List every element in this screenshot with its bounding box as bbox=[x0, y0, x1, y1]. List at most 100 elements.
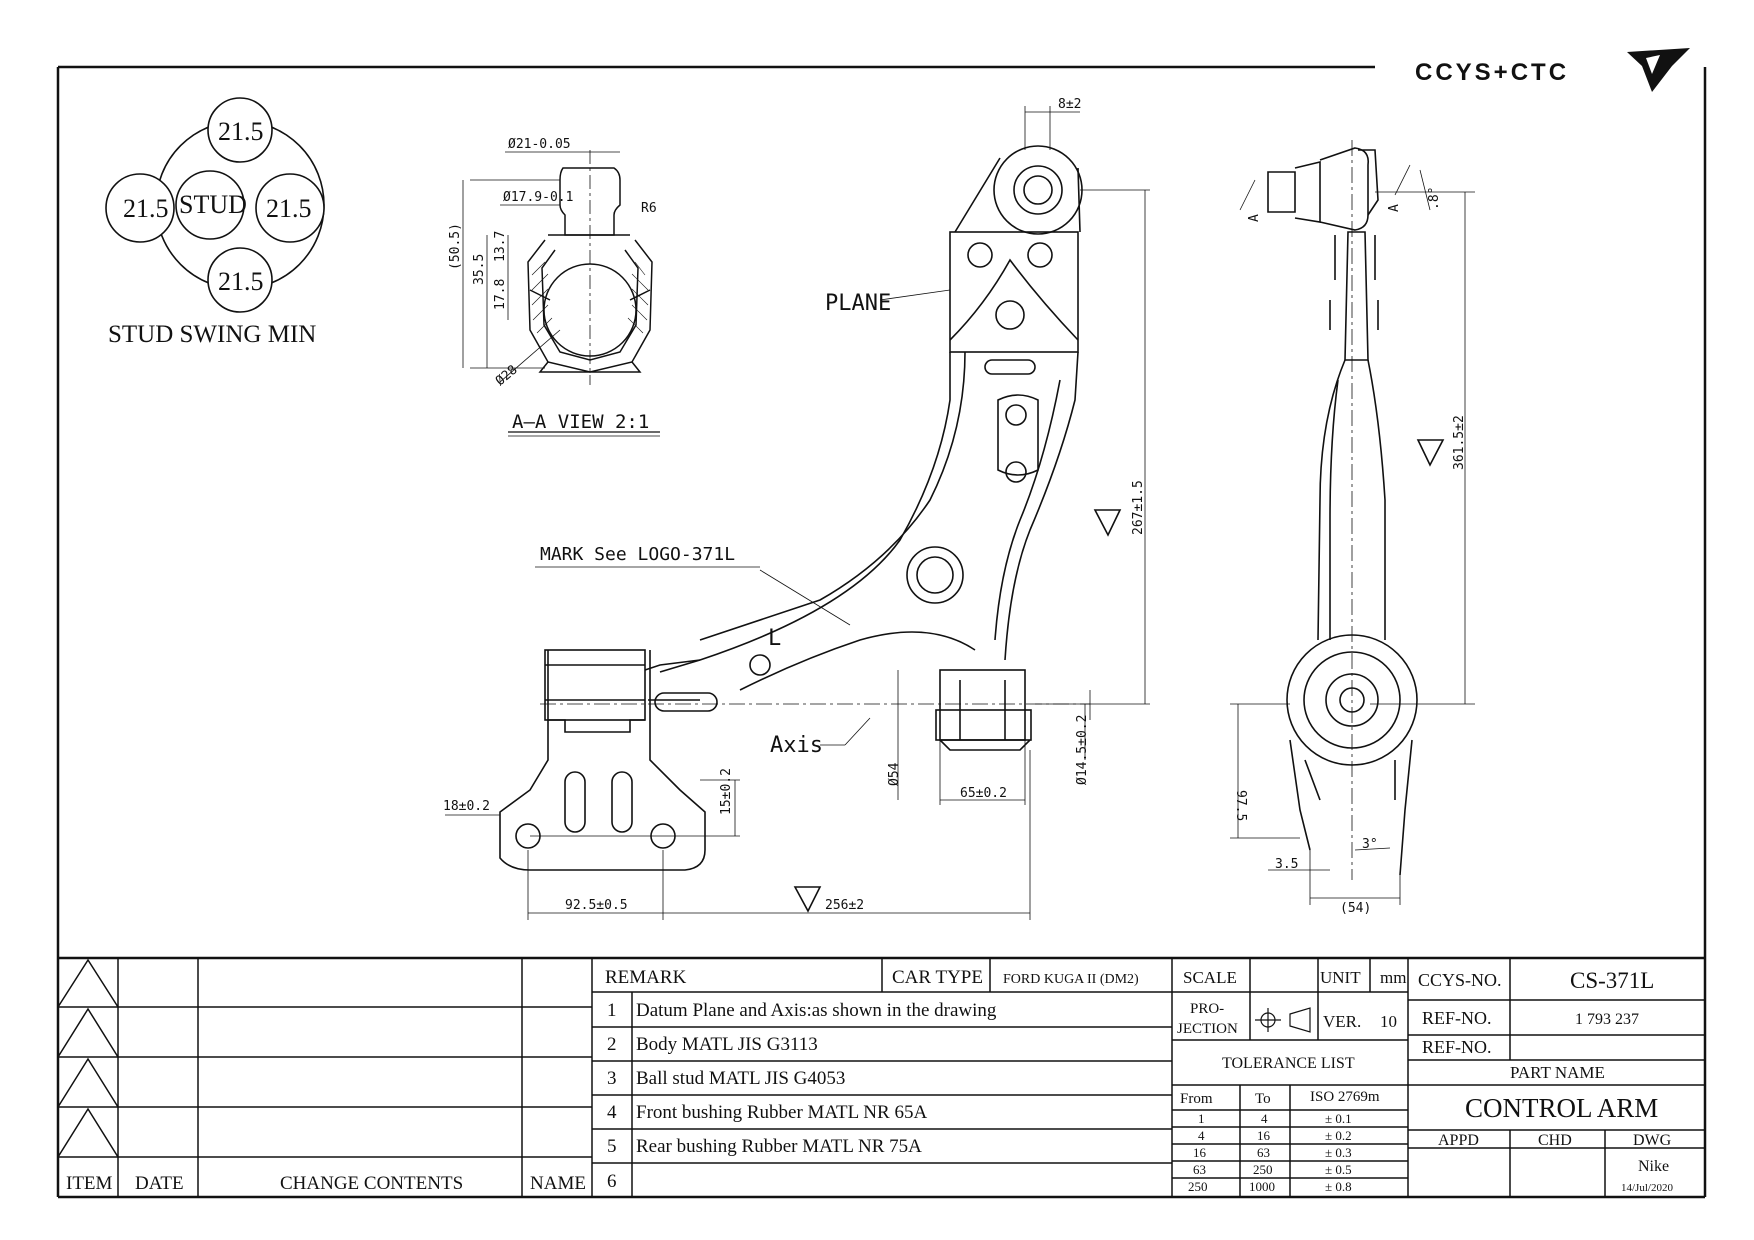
scale-label: SCALE bbox=[1183, 968, 1237, 987]
tol-to-1: 4 bbox=[1261, 1111, 1268, 1126]
tol-from-3: 16 bbox=[1193, 1145, 1207, 1160]
stud-swing-bottom: 21.5 bbox=[218, 267, 264, 296]
stud-swing-left: 21.5 bbox=[123, 194, 169, 223]
change-header-name: NAME bbox=[530, 1173, 586, 1194]
projection-label-2: JECTION bbox=[1177, 1021, 1238, 1037]
car-type-label: CAR TYPE bbox=[892, 967, 983, 988]
side-dim-angle: 3° bbox=[1362, 837, 1378, 852]
main-dim-bushing-length: 65±0.2 bbox=[960, 786, 1007, 801]
tol-iso-2: ± 0.2 bbox=[1325, 1128, 1352, 1143]
ver-value: 10 bbox=[1380, 1012, 1397, 1031]
chd-label: CHD bbox=[1538, 1132, 1572, 1149]
tol-iso-4: ± 0.5 bbox=[1325, 1162, 1352, 1177]
tol-from-2: 4 bbox=[1198, 1128, 1205, 1143]
dwg-name: Nike bbox=[1638, 1158, 1669, 1175]
section-dim-neck-dia: Ø17.9-0.1 bbox=[503, 190, 573, 205]
remark-header: REMARK bbox=[605, 967, 687, 988]
section-dim-boot: 13.7 bbox=[493, 231, 508, 262]
logo-mark-icon bbox=[1627, 48, 1690, 92]
main-label-axis: Axis bbox=[770, 733, 823, 758]
stud-swing-right: 21.5 bbox=[266, 194, 312, 223]
tolerance-header-to: To bbox=[1255, 1091, 1271, 1107]
section-view-drawing bbox=[462, 150, 660, 437]
dwg-label: DWG bbox=[1633, 1132, 1672, 1149]
remark-no-2: 2 bbox=[607, 1034, 617, 1055]
stud-swing-caption: STUD SWING MIN bbox=[108, 321, 316, 348]
company-logo: CCYS+CTC bbox=[1415, 48, 1690, 92]
main-dim-height: 267±1.5 bbox=[1131, 480, 1146, 535]
tolerance-table: 1 4 ± 0.1 4 16 ± 0.2 16 63 ± 0.3 63 250 … bbox=[1188, 1111, 1352, 1194]
remark-text-5: Rear bushing Rubber MATL NR 75A bbox=[636, 1136, 922, 1157]
change-header-contents: CHANGE CONTENTS bbox=[280, 1173, 463, 1194]
main-side-mark: L bbox=[768, 626, 781, 651]
unit-label: UNIT bbox=[1320, 968, 1361, 987]
tol-from-1: 1 bbox=[1198, 1111, 1205, 1126]
stud-swing-top: 21.5 bbox=[218, 117, 264, 146]
projection-symbol-icon bbox=[1255, 1007, 1311, 1033]
tol-from-4: 63 bbox=[1193, 1162, 1206, 1177]
ref-no-value-1: 1 793 237 bbox=[1575, 1011, 1639, 1028]
side-dim-offset: 3.5 bbox=[1275, 857, 1298, 872]
change-header-date: DATE bbox=[135, 1173, 184, 1194]
remark-no-5: 5 bbox=[607, 1136, 617, 1157]
remark-no-4: 4 bbox=[607, 1102, 617, 1123]
tolerance-header-from: From bbox=[1180, 1091, 1213, 1107]
side-dim-lower: 97.5 bbox=[1233, 790, 1248, 821]
section-dim-ball-dia: Ø28 bbox=[493, 362, 521, 389]
tol-iso-5: ± 0.8 bbox=[1325, 1179, 1352, 1194]
tolerance-header-iso: ISO 2769m bbox=[1310, 1089, 1380, 1105]
tol-to-3: 63 bbox=[1257, 1145, 1270, 1160]
side-dim-width: (54) bbox=[1340, 901, 1371, 916]
remark-text-2: Body MATL JIS G3113 bbox=[636, 1034, 818, 1055]
section-dim-height-mid: 35.5 bbox=[472, 254, 487, 285]
control-arm-side-view bbox=[1230, 140, 1475, 905]
side-section-mark-left: A bbox=[1247, 214, 1262, 222]
main-dim-ball-offset: 8±2 bbox=[1058, 97, 1081, 112]
remark-no-6: 6 bbox=[607, 1171, 617, 1192]
remark-text-3: Ball stud MATL JIS G4053 bbox=[636, 1068, 845, 1089]
part-name-label: PART NAME bbox=[1510, 1063, 1605, 1082]
remark-text-1: Datum Plane and Axis:as shown in the dra… bbox=[636, 1000, 997, 1021]
car-type-value: FORD KUGA II (DM2) bbox=[1003, 972, 1139, 987]
ver-label: VER. bbox=[1323, 1012, 1361, 1031]
projection-label-1: PRO- bbox=[1190, 1001, 1224, 1017]
tolerance-title: TOLERANCE LIST bbox=[1222, 1055, 1355, 1072]
change-header-item: ITEM bbox=[66, 1173, 113, 1194]
main-label-plane: PLANE bbox=[825, 291, 891, 316]
control-arm-main-view bbox=[445, 106, 1150, 920]
title-block-lines bbox=[57, 958, 1705, 1197]
section-dim-ball-height: 17.8 bbox=[493, 279, 508, 310]
main-dim-hole-spacing: 92.5±0.5 bbox=[565, 898, 628, 913]
tol-to-2: 16 bbox=[1257, 1128, 1271, 1143]
ccys-no-value: CS-371L bbox=[1570, 968, 1654, 993]
side-dim-tilt: .8° bbox=[1427, 187, 1442, 210]
ref-no-label-1: REF-NO. bbox=[1422, 1008, 1492, 1028]
main-dim-bushing-dia: Ø54 bbox=[887, 762, 902, 786]
main-dim-bore-dia: Ø14.5±0.2 bbox=[1075, 715, 1090, 785]
main-label-mark: MARK See LOGO-371L bbox=[540, 544, 735, 565]
section-dim-radius: R6 bbox=[641, 201, 657, 216]
side-section-mark-right: A bbox=[1387, 204, 1402, 212]
tol-from-5: 250 bbox=[1188, 1179, 1208, 1194]
stud-swing-center: STUD bbox=[179, 190, 247, 219]
part-name: CONTROL ARM bbox=[1465, 1093, 1658, 1123]
section-dim-stud-dia: Ø21-0.05 bbox=[508, 137, 571, 152]
remark-text-4: Front bushing Rubber MATL NR 65A bbox=[636, 1102, 927, 1123]
tol-to-4: 250 bbox=[1253, 1162, 1273, 1177]
tol-iso-1: ± 0.1 bbox=[1325, 1111, 1352, 1126]
section-view-title: A—A VIEW 2:1 bbox=[512, 411, 649, 433]
appd-label: APPD bbox=[1438, 1132, 1479, 1149]
main-dim-front-height: 15±0.2 bbox=[719, 768, 734, 815]
ref-no-label-2: REF-NO. bbox=[1422, 1037, 1492, 1057]
logo-text: CCYS+CTC bbox=[1415, 59, 1569, 86]
side-dim-height: 361.5±2 bbox=[1452, 415, 1467, 470]
remark-no-3: 3 bbox=[607, 1068, 617, 1089]
unit-value: mm bbox=[1380, 968, 1406, 987]
dwg-date: 14/Jul/2020 bbox=[1621, 1182, 1673, 1194]
section-dim-height-total: (50.5) bbox=[448, 223, 463, 270]
main-dim-front-offset: 18±0.2 bbox=[443, 799, 490, 814]
tol-to-5: 1000 bbox=[1249, 1179, 1275, 1194]
ccys-no-label: CCYS-NO. bbox=[1418, 970, 1502, 990]
tol-iso-3: ± 0.3 bbox=[1325, 1145, 1352, 1160]
